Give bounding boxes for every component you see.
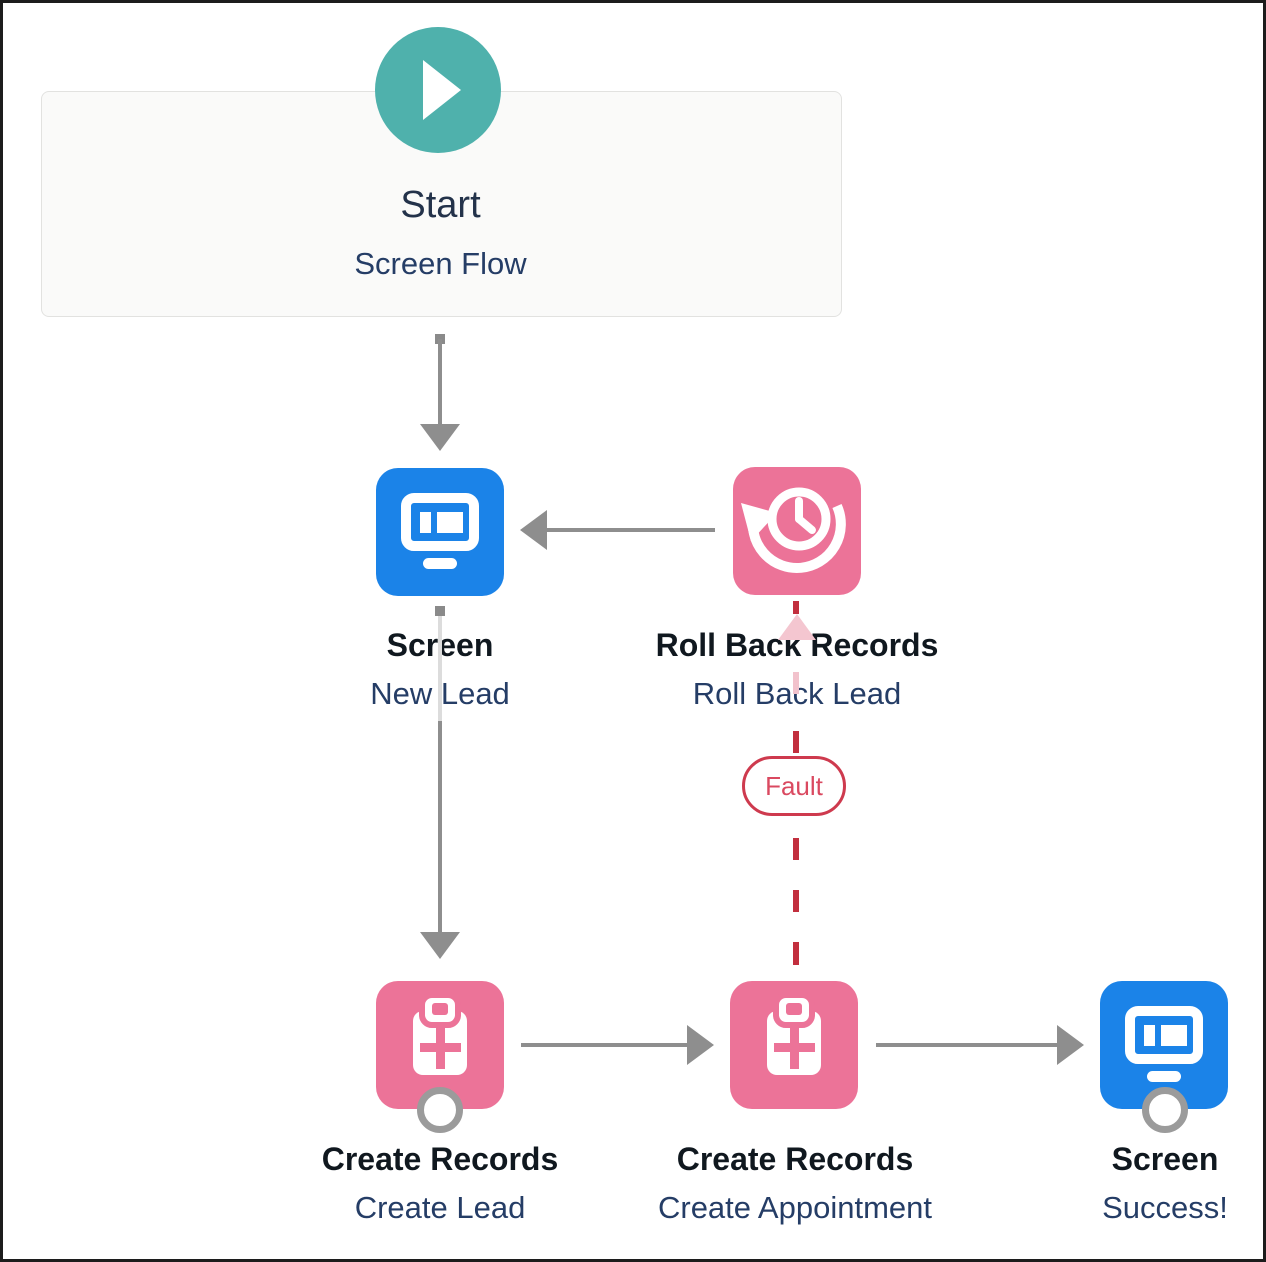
rollback-clock-icon (733, 467, 861, 595)
start-subtitle: Screen Flow (354, 246, 527, 281)
connector-appointment-to-success (876, 1043, 1057, 1047)
play-icon (375, 27, 501, 153)
create-records-icon (376, 981, 504, 1109)
fault-label: Fault (765, 770, 823, 801)
fault-connector-dash (793, 890, 799, 912)
screen-icon (376, 468, 504, 596)
fault-connector-dash (793, 838, 799, 860)
node-create-appointment[interactable] (730, 981, 858, 1109)
fault-connector-dash (793, 601, 799, 614)
node-rollback-records[interactable] (733, 467, 861, 595)
node-name-label: Success! (1102, 1190, 1228, 1225)
node-name-label: Create Appointment (657, 1190, 932, 1225)
start-title: Start (400, 184, 481, 226)
node-type-label: Create Records (321, 1141, 559, 1177)
node-screen-new-lead[interactable] (376, 468, 504, 596)
arrowhead-right-icon (1057, 1025, 1084, 1065)
screen-icon (1100, 981, 1228, 1109)
connector-create-lead-to-appointment (521, 1043, 687, 1047)
arrowhead-down-icon (420, 932, 460, 959)
node-type-label: Create Records (676, 1141, 914, 1177)
arrowhead-right-icon (687, 1025, 714, 1065)
connector-screen-to-create-lead (438, 721, 442, 932)
end-point-circle (417, 1087, 463, 1133)
fault-arrowhead-up-icon (778, 614, 816, 640)
fault-connector-badge[interactable]: Fault (742, 756, 846, 816)
connector-rollback-to-screen (547, 528, 715, 532)
node-name-label: Create Lead (354, 1190, 526, 1225)
arrowhead-left-icon (520, 510, 547, 550)
create-records-icon (730, 981, 858, 1109)
arrowhead-down-icon (420, 424, 460, 451)
fault-connector-dash (793, 731, 799, 753)
end-point-circle (1142, 1087, 1188, 1133)
node-create-lead[interactable] (376, 981, 504, 1109)
fault-connector-dash-faded (793, 672, 799, 694)
node-type-label: Screen (1111, 1141, 1219, 1177)
connector-screen-origin-dot (435, 606, 445, 616)
connector-screen-to-create-lead-upper (438, 616, 442, 721)
connector-start-to-screen (438, 339, 442, 425)
start-node-button[interactable] (375, 27, 501, 153)
fault-connector-dash (793, 942, 799, 965)
